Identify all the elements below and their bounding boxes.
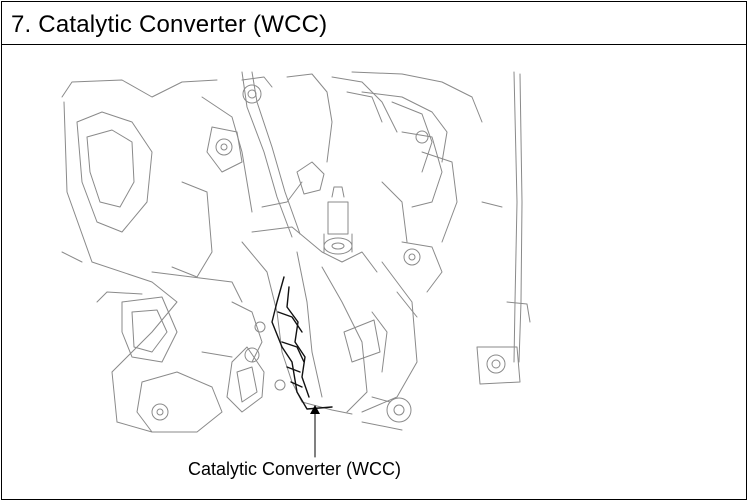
intake-manifold: [351, 71, 483, 413]
callout-label-catalytic-converter: Catalytic Converter (WCC): [188, 459, 402, 479]
catalytic-converter-body: [201, 226, 388, 415]
header-bar: 7. Catalytic Converter (WCC): [2, 2, 746, 45]
engine-block-left: [61, 79, 253, 433]
right-bracket: [476, 71, 531, 385]
callout-leader: [310, 405, 320, 458]
oxygen-sensor: [323, 186, 353, 255]
engine-bay-illustration: [61, 71, 531, 458]
lower-bolt: [361, 396, 412, 431]
upper-hoses: [241, 71, 398, 238]
page-title: 7. Catalytic Converter (WCC): [11, 11, 328, 38]
heat-shield-outline: [271, 276, 333, 410]
